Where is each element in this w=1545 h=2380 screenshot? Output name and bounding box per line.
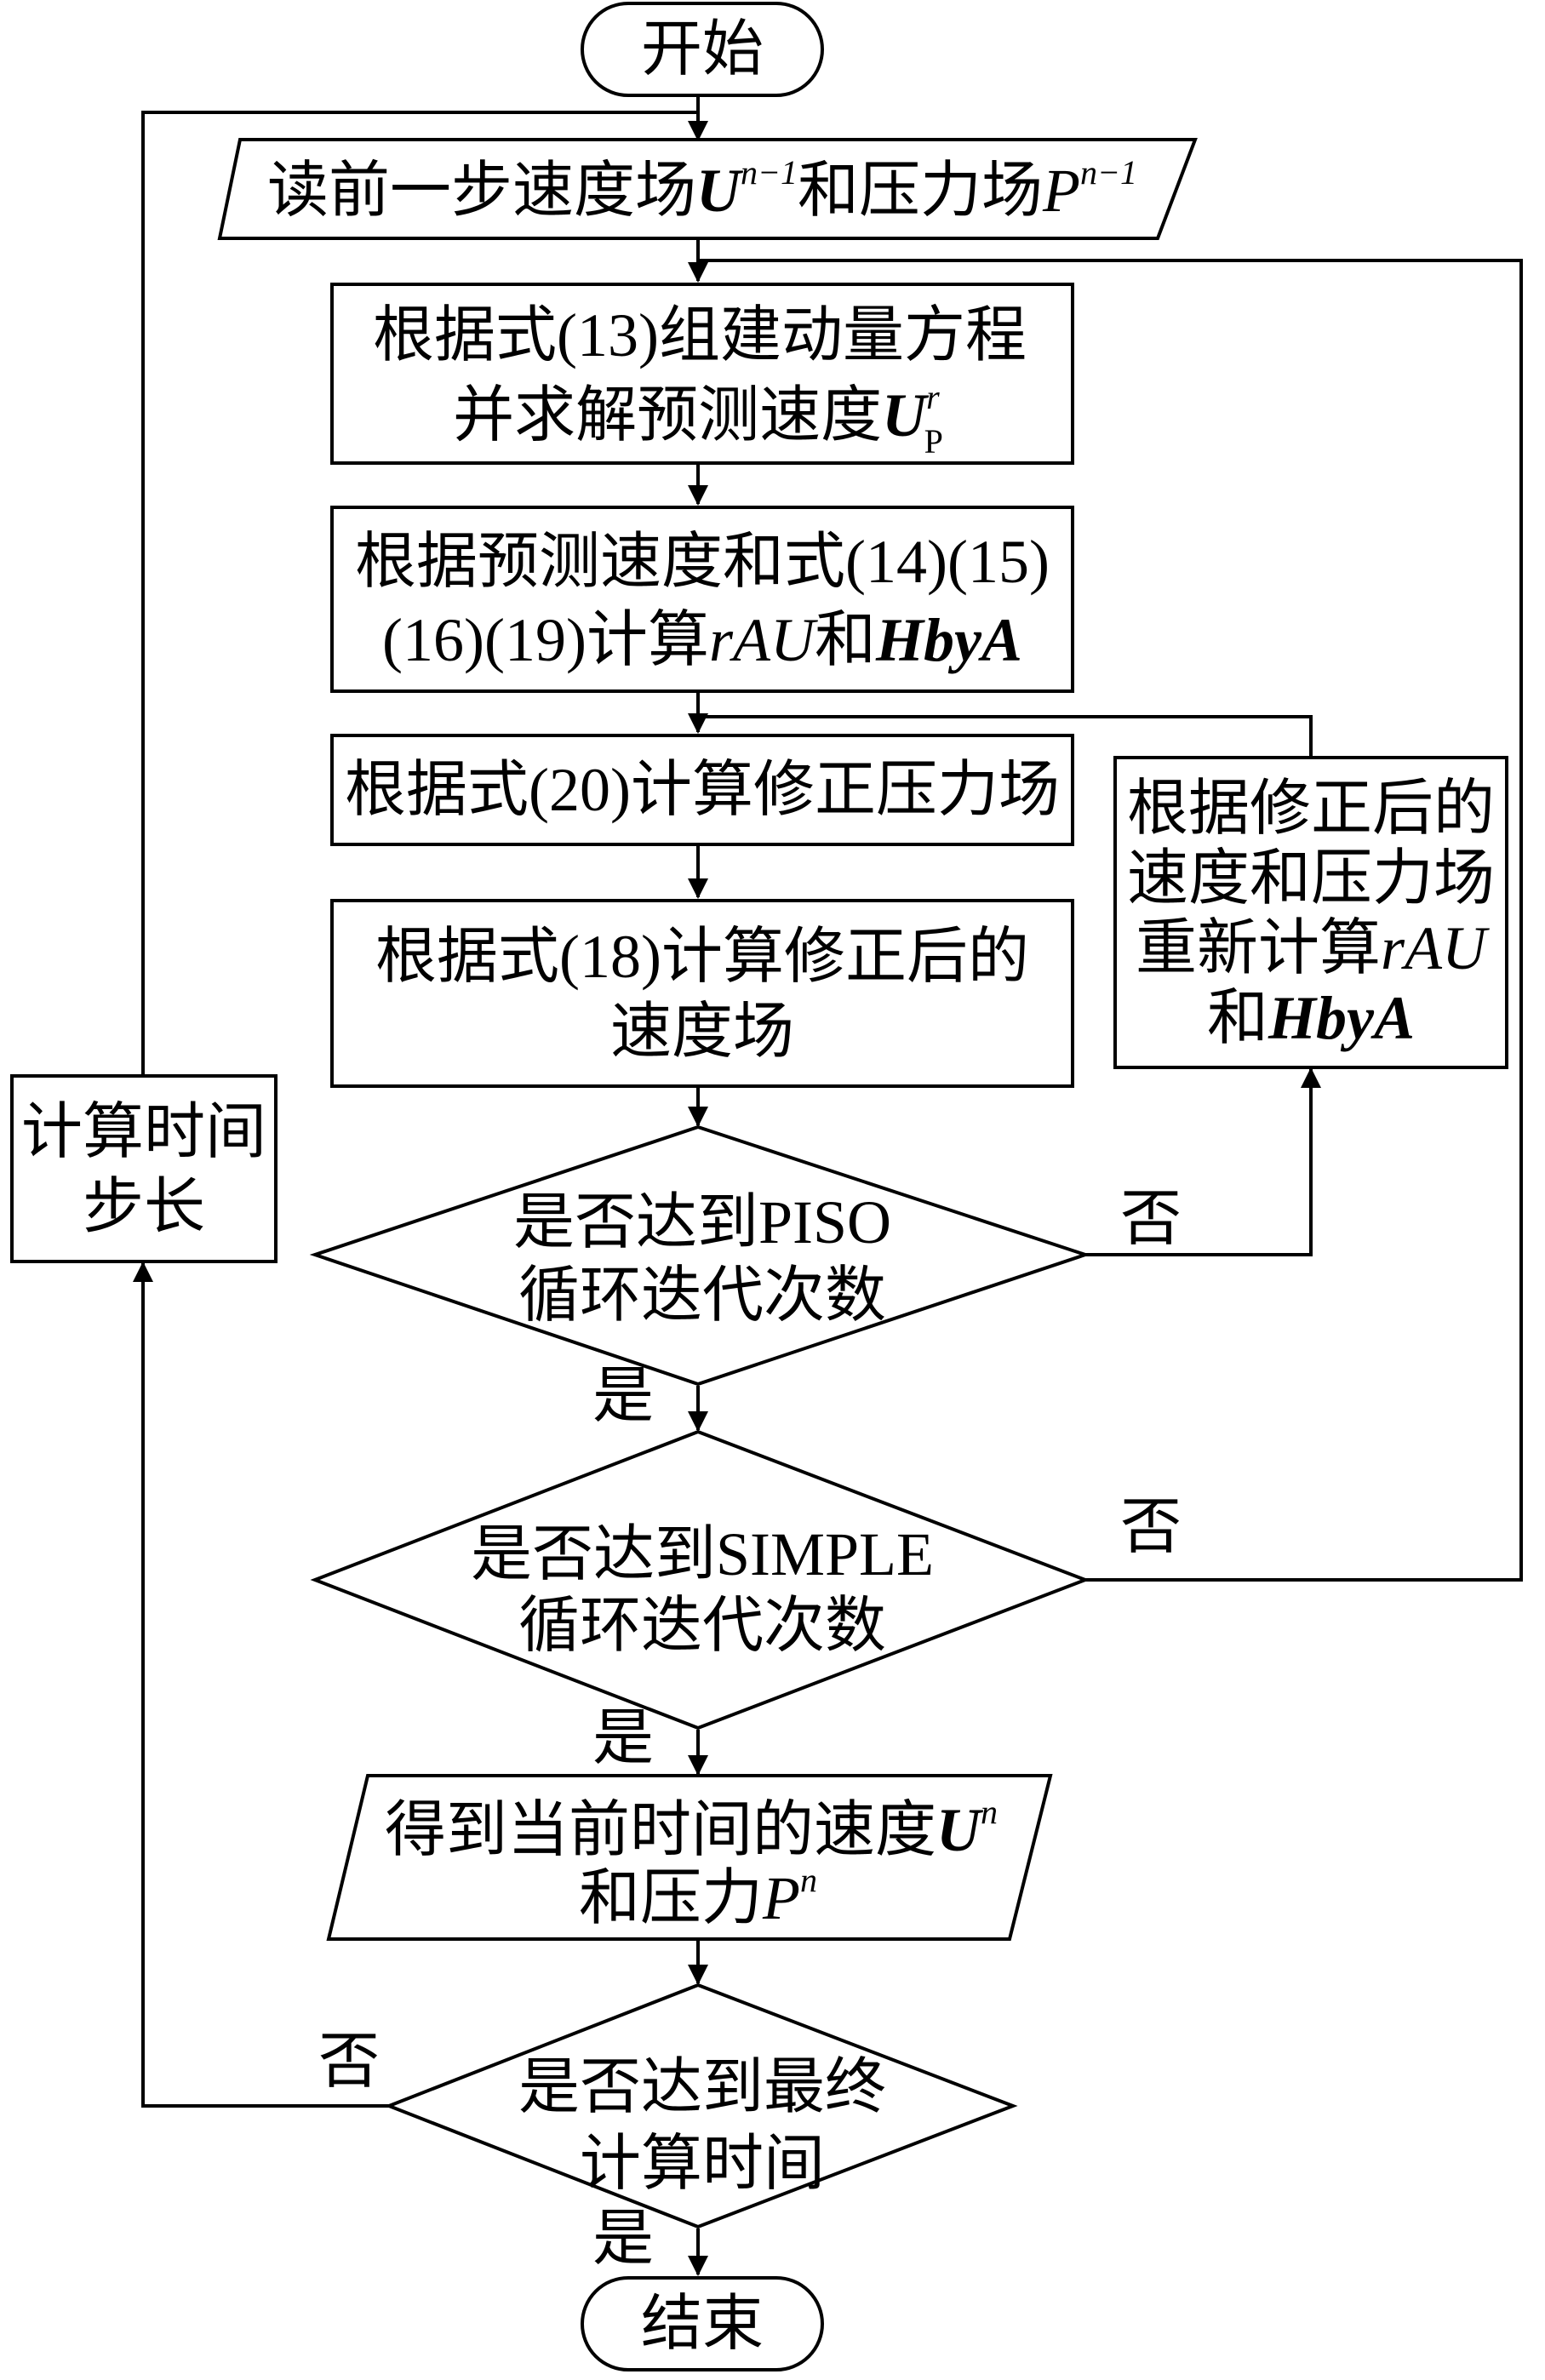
timestep-box xyxy=(10,1074,278,1263)
recalc-rau-hbya-box xyxy=(1113,756,1508,1069)
calc-rau-line2: (16)(19)计算rAU和HbyA xyxy=(382,606,1022,674)
pressure-correction-label: 根据式(20)计算修正压力场 xyxy=(345,756,1060,824)
recalc-line2: 速度和压力场 xyxy=(1127,844,1495,913)
simple-decision-diamond xyxy=(310,1429,1090,1731)
edge-timestep-back xyxy=(141,111,698,1076)
calc-rau-hbya-box xyxy=(330,506,1074,693)
connectors xyxy=(141,95,1523,2274)
end-terminal xyxy=(581,2276,824,2371)
simple-line2: 循环迭代次数 xyxy=(518,1592,886,1660)
arrowhead xyxy=(688,2256,708,2276)
arrowhead xyxy=(688,121,708,141)
read-input-parallelogram xyxy=(217,138,1198,240)
pressure-correction-box xyxy=(330,734,1074,846)
piso-yes-label: 是 xyxy=(592,1362,654,1430)
velocity-correction-box xyxy=(330,899,1074,1088)
final-line2: 计算时间 xyxy=(580,2130,825,2198)
read-input-label: 读前一步速度场Un−1和压力场Pn−1 xyxy=(267,153,1137,225)
momentum-line1: 根据式(13)组建动量方程 xyxy=(373,301,1027,369)
result-line1: 得到当前时间的速度Un xyxy=(385,1793,998,1864)
arrowhead xyxy=(688,1411,708,1432)
arrowhead xyxy=(688,1965,708,1985)
calc-rau-line1: 根据预测速度和式(14)(15) xyxy=(355,528,1050,596)
simple-no-label: 否 xyxy=(1120,1493,1182,1561)
result-line2: 和压力Pn xyxy=(579,1861,817,1932)
arrowhead xyxy=(688,713,708,734)
final-time-decision-diamond xyxy=(384,1982,1018,2229)
velocity-correction-line1: 根据式(18)计算修正后的 xyxy=(375,923,1029,991)
arrowhead xyxy=(1301,1067,1321,1088)
piso-decision-diamond xyxy=(309,1124,1091,1387)
arrowhead xyxy=(688,1107,708,1127)
end-label: 结束 xyxy=(641,2290,764,2358)
arrowhead xyxy=(688,485,708,506)
edge-final-no-timestep xyxy=(141,1262,389,2108)
simple-line1: 是否达到SIMPLE xyxy=(471,1520,934,1588)
recalc-line4: 和HbyA xyxy=(1207,984,1415,1052)
velocity-correction-line2: 速度场 xyxy=(610,998,794,1066)
start-terminal xyxy=(581,2,824,97)
recalc-line1: 根据修正后的 xyxy=(1127,775,1495,843)
arrowhead xyxy=(688,1755,708,1776)
final-yes-label: 是 xyxy=(592,2205,654,2273)
timestep-line2: 步长 xyxy=(83,1173,205,1241)
arrowhead xyxy=(688,878,708,899)
piso-line2: 循环迭代次数 xyxy=(518,1262,886,1330)
edge-recalc-back xyxy=(698,715,1313,758)
momentum-equation-box xyxy=(330,283,1074,465)
edge-piso-no-recalc xyxy=(1085,1067,1313,1256)
result-output-parallelogram xyxy=(326,1774,1053,1941)
simple-yes-label: 是 xyxy=(592,1704,654,1772)
timestep-line1: 计算时间 xyxy=(21,1098,266,1166)
arrowhead xyxy=(688,262,708,283)
recalc-line3: 重新计算rAU xyxy=(1136,914,1490,982)
final-no-label: 否 xyxy=(318,2028,380,2096)
arrowhead xyxy=(133,1262,153,1282)
piso-no-label: 否 xyxy=(1120,1185,1182,1253)
arrowheads xyxy=(133,121,1321,2276)
edge-simple-no-loop xyxy=(698,259,1523,1582)
final-line1: 是否达到最终 xyxy=(518,2053,886,2121)
piso-line1: 是否达到PISO xyxy=(513,1188,891,1256)
start-label: 开始 xyxy=(641,15,764,83)
